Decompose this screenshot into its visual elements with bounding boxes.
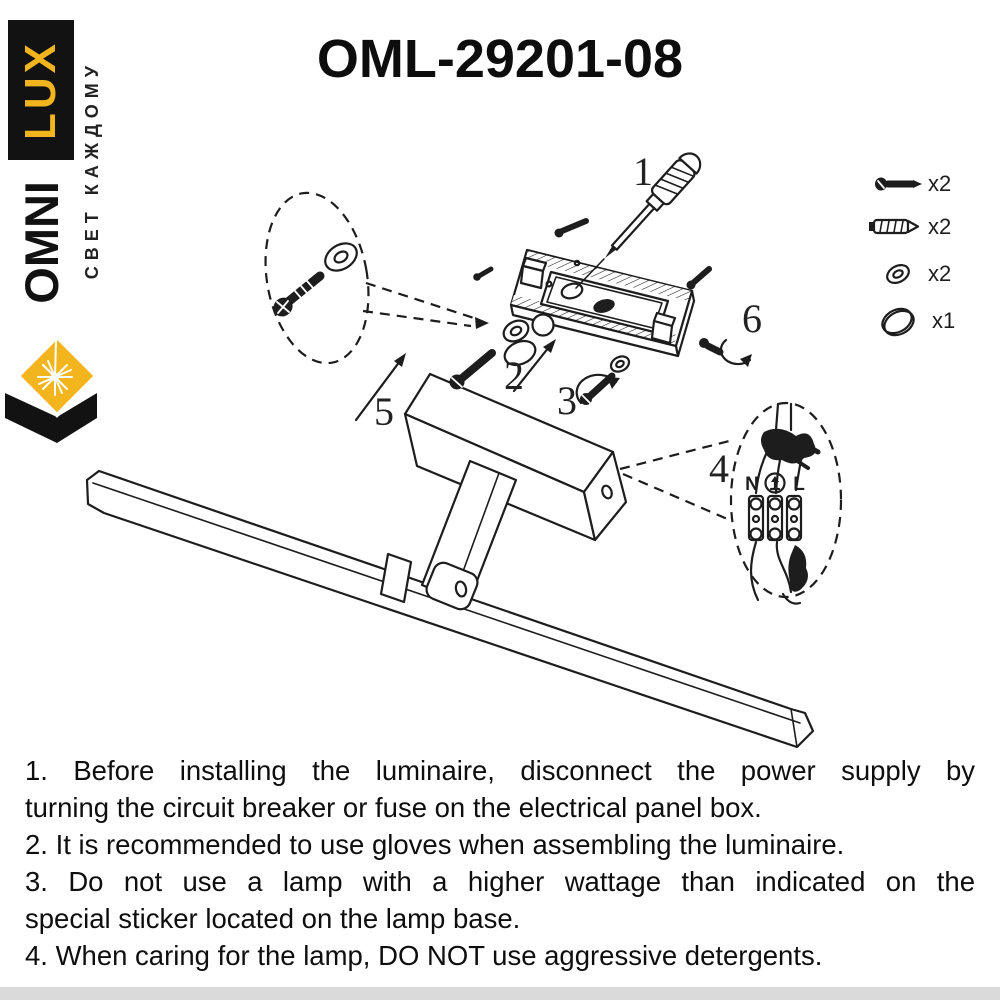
terminal-block	[747, 494, 803, 542]
terminal-label-n: N	[745, 474, 759, 495]
step-label-2: 2	[504, 353, 524, 398]
instruction-line: 3. Do not use a lamp with a higher watta…	[25, 866, 975, 897]
wall-plug-icon	[869, 218, 920, 235]
screwdriver-icon	[605, 152, 702, 258]
instructions-block: 1. Before installing the luminaire, disc…	[25, 752, 975, 974]
callout-wiring: N L	[619, 401, 843, 605]
screw-detail	[273, 271, 325, 317]
brand-lux-box: LUX	[8, 20, 74, 160]
step5-arrow	[354, 353, 406, 422]
step2-fixings	[449, 319, 556, 393]
parts-list: x2 x2 x2 x1	[869, 171, 955, 337]
rubber-ring	[503, 339, 537, 367]
instruction-line: 1. Before installing the luminaire, disc…	[25, 755, 975, 786]
instruction-line: turning the circuit breaker or fuse on t…	[25, 792, 762, 823]
step-label-6: 6	[742, 296, 762, 341]
tape-blob	[761, 428, 816, 464]
instruction-line: 2. It is recommended to use gloves when …	[25, 829, 845, 860]
earth-icon	[764, 472, 786, 494]
step3-screw-turn	[575, 355, 631, 405]
callout-wall-fixings	[264, 191, 489, 365]
terminal-label-l: L	[793, 474, 805, 495]
brand-logomark-icon	[5, 334, 99, 443]
mounting-plate	[509, 248, 696, 358]
plate-knockout	[531, 313, 555, 337]
small-screws	[473, 218, 712, 290]
part-qty: x2	[928, 214, 951, 239]
screw-icon	[875, 177, 922, 191]
footer-strip	[0, 987, 1000, 1000]
lamp-arm	[379, 459, 518, 611]
step-label-1: 1	[633, 149, 653, 194]
plate-center-hole	[593, 299, 615, 313]
bar-clamp	[379, 552, 413, 604]
part-qty: x1	[932, 308, 955, 333]
washer-icon	[886, 264, 910, 284]
ring-icon	[881, 307, 915, 337]
part-qty: x2	[928, 171, 951, 196]
step-label-4: 4	[709, 446, 729, 491]
step-label-5: 5	[374, 389, 394, 434]
washer-detail	[324, 242, 358, 272]
step6-screw-turn	[699, 338, 752, 367]
starburst-icon	[37, 340, 73, 396]
lamp-body	[403, 372, 628, 542]
pivot-cylinder	[425, 561, 479, 611]
instruction-line: special sticker located on the lamp base…	[25, 903, 521, 934]
instruction-line: 4. When caring for the lamp, DO NOT use …	[25, 940, 823, 971]
step-label-3: 3	[557, 378, 577, 423]
chevron-shape	[5, 393, 97, 443]
part-qty: x2	[928, 261, 951, 286]
page-title: OML-29201-08	[316, 29, 684, 89]
